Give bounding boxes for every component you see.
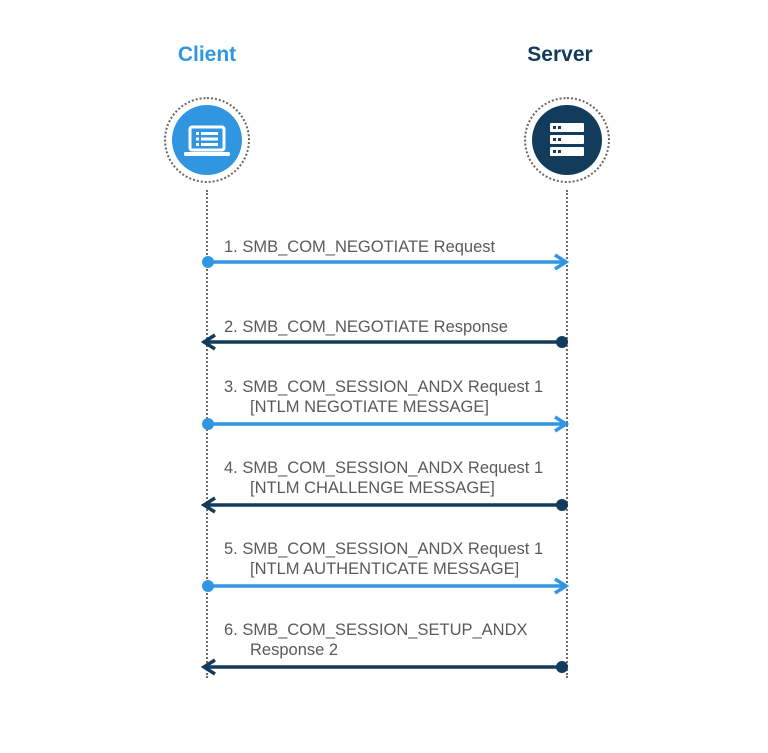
message-2-label: 2. SMB_COM_NEGOTIATE Response	[224, 317, 508, 337]
message-6-line2: Response 2	[250, 641, 339, 659]
server-icon	[550, 123, 584, 156]
message-5-line1: 5. SMB_COM_SESSION_ANDX Request 1	[224, 540, 544, 558]
server-title: Server	[527, 43, 593, 66]
message-5-arrow	[202, 577, 570, 595]
server-node	[524, 97, 610, 183]
client-title: Client	[177, 43, 237, 66]
message-2-arrow	[200, 333, 568, 351]
message-4-line1: 4. SMB_COM_SESSION_ANDX Request 1	[224, 459, 544, 477]
client-node	[164, 97, 250, 183]
message-5-label: 5. SMB_COM_SESSION_ANDX Request 1 [NTLM …	[224, 539, 543, 579]
message-6-label: 6. SMB_COM_SESSION_SETUP_ANDX Response 2	[224, 620, 528, 660]
laptop-icon	[184, 125, 230, 156]
message-3-label: 3. SMB_COM_SESSION_ANDX Request 1 [NTLM …	[224, 377, 543, 417]
message-4-line2: [NTLM CHALLENGE MESSAGE]	[250, 479, 495, 497]
message-2-line1: 2. SMB_COM_NEGOTIATE Response	[224, 318, 508, 336]
message-1-arrow	[202, 253, 570, 271]
message-4-arrow	[200, 496, 568, 514]
message-3-line1: 3. SMB_COM_SESSION_ANDX Request 1	[224, 378, 544, 396]
message-4-label: 4. SMB_COM_SESSION_ANDX Request 1 [NTLM …	[224, 458, 543, 498]
message-6-arrow	[200, 658, 568, 676]
message-5-line2: [NTLM AUTHENTICATE MESSAGE]	[250, 560, 520, 578]
message-3-line2: [NTLM NEGOTIATE MESSAGE]	[250, 398, 489, 416]
message-3-arrow	[202, 415, 570, 433]
client-lifeline	[206, 190, 208, 678]
message-1-line1: 1. SMB_COM_NEGOTIATE Request	[224, 238, 496, 256]
message-1-label: 1. SMB_COM_NEGOTIATE Request	[224, 237, 495, 257]
server-lifeline	[566, 190, 568, 678]
message-6-line1: 6. SMB_COM_SESSION_SETUP_ANDX	[224, 621, 528, 639]
